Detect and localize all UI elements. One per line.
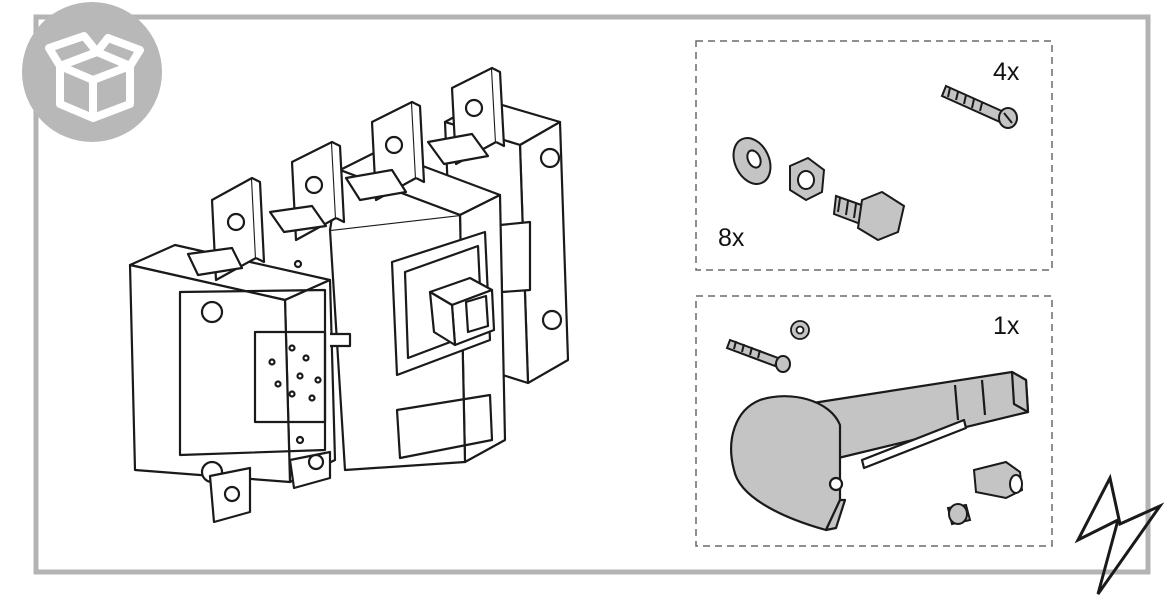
front-pole-body — [128, 243, 337, 484]
handle-qty-label: 1x — [993, 312, 1020, 340]
washer — [732, 137, 772, 185]
long-screw — [940, 84, 1018, 129]
hex-nut — [789, 156, 826, 202]
shaft-adapter — [972, 460, 1024, 500]
terminal-1 — [186, 176, 266, 282]
small-bushing — [946, 503, 972, 526]
terminal-3 — [344, 100, 426, 202]
handle-panel — [695, 295, 1053, 547]
package-box-icon — [45, 32, 144, 122]
bottom-terminal-1 — [208, 466, 252, 524]
lightning-bolt-icon — [1074, 473, 1165, 595]
screw-qty-label: 4x — [993, 58, 1020, 86]
small-screw — [725, 338, 791, 373]
outer-frame — [33, 14, 1151, 575]
package-badge — [22, 2, 162, 142]
bottom-terminal-2 — [288, 450, 332, 490]
hardware-panel — [695, 40, 1053, 271]
hex-bolt — [832, 190, 906, 242]
switch-disconnector — [128, 66, 570, 524]
terminal-4 — [426, 66, 506, 166]
rotary-handle — [730, 370, 1030, 532]
terminal-2 — [268, 140, 346, 242]
lock-washer — [790, 320, 810, 340]
handle-window — [390, 230, 496, 460]
bolt-qty-label: 8x — [718, 224, 745, 252]
